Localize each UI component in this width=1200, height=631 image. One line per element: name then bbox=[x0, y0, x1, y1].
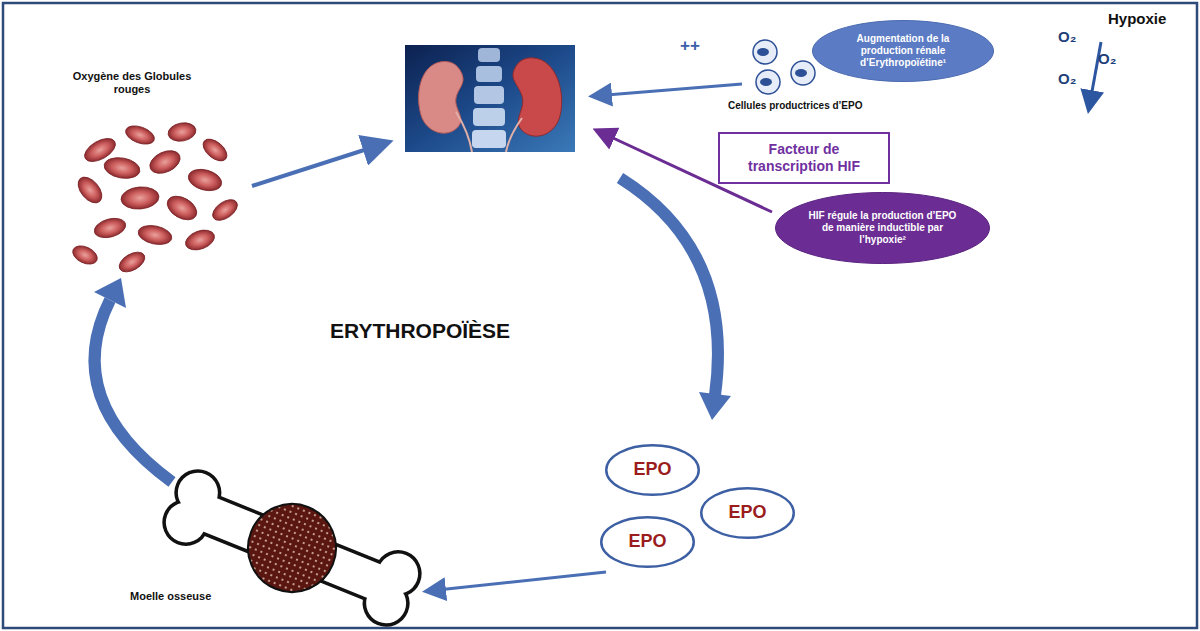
info-ellipse: HIF régule la production d’EPO de manièr… bbox=[775, 192, 990, 264]
kidney bbox=[513, 58, 562, 136]
cell bbox=[791, 61, 815, 85]
info-ellipse: Augmentation de la production rénale d’E… bbox=[812, 20, 994, 82]
red-cell bbox=[92, 215, 128, 241]
node-text: EPO bbox=[728, 502, 766, 524]
vertebra bbox=[472, 130, 506, 148]
epo-ellipse: EPO bbox=[605, 444, 700, 496]
bone-fill bbox=[360, 577, 412, 629]
flow-arrow bbox=[428, 572, 606, 591]
node-text: HIF régule la production d’EPO de manièr… bbox=[805, 210, 960, 246]
node-text: Augmentation de la production rénale d’E… bbox=[838, 33, 968, 69]
red-cell bbox=[167, 121, 198, 144]
red-cell bbox=[73, 173, 106, 208]
ureter bbox=[456, 112, 472, 152]
oxygen-symbol: O₂ bbox=[1058, 28, 1076, 46]
oxygen-symbol: O₂ bbox=[1058, 70, 1076, 88]
red-cell bbox=[137, 223, 174, 248]
red-cell bbox=[70, 242, 100, 267]
ellipse-shape bbox=[606, 445, 699, 495]
cell-caption: Oxygène des Globules rouges bbox=[68, 70, 196, 96]
node-text: EPO bbox=[628, 531, 666, 553]
red-cell bbox=[120, 185, 160, 210]
cell bbox=[756, 70, 780, 94]
flow-arrow bbox=[594, 84, 742, 96]
frame-border bbox=[3, 3, 1197, 628]
cell bbox=[753, 40, 777, 64]
bone-caption: Moelle osseuse bbox=[130, 590, 211, 603]
flow-arrow bbox=[252, 143, 386, 186]
kidney-background bbox=[405, 45, 575, 152]
hypoxia-label: Hypoxie bbox=[1108, 10, 1166, 28]
red-cell bbox=[163, 191, 201, 224]
red-cell bbox=[123, 122, 157, 147]
cell-nucleus bbox=[760, 78, 772, 86]
curved-arrow bbox=[95, 300, 172, 482]
vertebra bbox=[476, 66, 502, 82]
ellipse-shape bbox=[601, 517, 694, 567]
red-cell bbox=[103, 155, 142, 181]
red-blood-cells bbox=[70, 121, 241, 276]
bone-marrow bbox=[235, 491, 350, 606]
oxygen-symbol: O₂ bbox=[1098, 50, 1116, 68]
bone-illustration bbox=[157, 459, 427, 631]
epo-cells bbox=[753, 40, 815, 94]
vertebra bbox=[473, 108, 505, 126]
red-cell bbox=[199, 135, 231, 165]
cell-caption: Cellules productrices d’EPO bbox=[728, 100, 862, 112]
red-cell bbox=[116, 248, 148, 276]
node-text: EPO bbox=[633, 459, 671, 481]
vertebra bbox=[474, 86, 504, 104]
ellipse-shape bbox=[776, 193, 990, 264]
red-cell bbox=[183, 226, 217, 253]
vertebra bbox=[478, 48, 500, 62]
ellipse-shape bbox=[701, 488, 794, 538]
cell-nucleus bbox=[757, 48, 769, 56]
cell-nucleus bbox=[795, 69, 807, 77]
plus-sign: ++ bbox=[680, 36, 700, 56]
process-box: Facteur de transcription HIF bbox=[718, 132, 890, 184]
arrow-head bbox=[94, 278, 126, 308]
epo-ellipse: EPO bbox=[700, 487, 795, 539]
kidney-illustration bbox=[405, 45, 575, 152]
arrow-head bbox=[699, 392, 731, 420]
diagram-title: ERYTHROPOÏÈSE bbox=[330, 318, 510, 343]
epo-ellipse: EPO bbox=[600, 516, 695, 568]
kidney bbox=[419, 62, 464, 134]
curved-arrow bbox=[620, 178, 718, 395]
ureter bbox=[506, 118, 522, 152]
ellipse-shape bbox=[813, 21, 994, 82]
red-cell bbox=[146, 146, 183, 178]
red-cell bbox=[186, 166, 224, 194]
bone-fill bbox=[160, 496, 212, 548]
red-cell bbox=[209, 195, 241, 224]
node-text: Facteur de transcription HIF bbox=[728, 141, 880, 175]
